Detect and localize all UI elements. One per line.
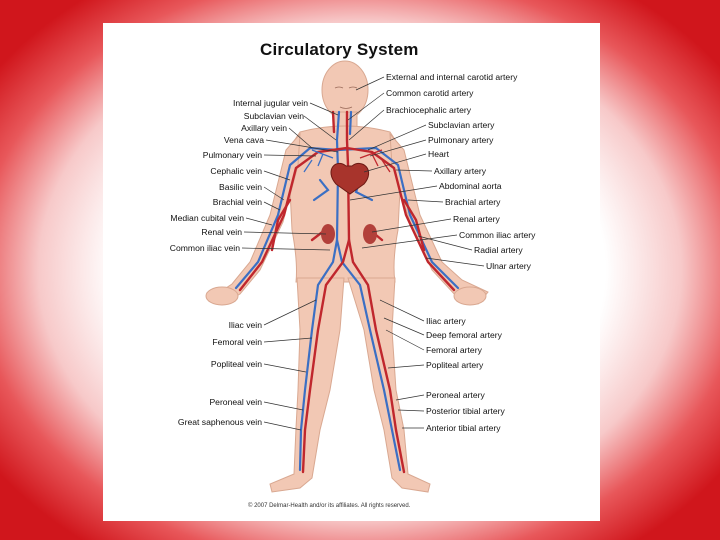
- label-radial-artery: Radial artery: [474, 245, 523, 255]
- label-common-carotid-artery: Common carotid artery: [386, 88, 473, 98]
- label-external-internal-carotid-artery: External and internal carotid artery: [386, 72, 517, 82]
- label-femoral-artery: Femoral artery: [426, 345, 482, 355]
- label-brachial-vein: Brachial vein: [213, 197, 262, 207]
- label-abdominal-aorta: Abdominal aorta: [439, 181, 502, 191]
- label-internal-jugular-vein: Internal jugular vein: [233, 98, 308, 108]
- label-pulmonary-vein: Pulmonary vein: [203, 150, 262, 160]
- label-brachial-artery: Brachial artery: [445, 197, 500, 207]
- label-iliac-vein: Iliac vein: [229, 320, 262, 330]
- label-ulnar-artery: Ulnar artery: [486, 261, 531, 271]
- label-basilic-vein: Basilic vein: [219, 182, 262, 192]
- label-deep-femoral-artery: Deep femoral artery: [426, 330, 502, 340]
- label-peroneal-artery: Peroneal artery: [426, 390, 485, 400]
- label-axillary-artery: Axillary artery: [434, 166, 486, 176]
- label-subclavian-artery: Subclavian artery: [428, 120, 494, 130]
- label-anterior-tibial-artery: Anterior tibial artery: [426, 423, 501, 433]
- label-popliteal-artery: Popliteal artery: [426, 360, 483, 370]
- label-cephalic-vein: Cephalic vein: [210, 166, 262, 176]
- label-subclavian-vein: Subclavian vein: [244, 111, 304, 121]
- label-brachiocephalic-artery: Brachiocephalic artery: [386, 105, 471, 115]
- label-common-iliac-vein: Common iliac vein: [170, 243, 240, 253]
- label-popliteal-vein: Popliteal vein: [211, 359, 262, 369]
- copyright-notice: © 2007 Delmar-Health and/or its affiliat…: [248, 503, 410, 509]
- label-axillary-vein: Axillary vein: [241, 123, 287, 133]
- label-femoral-vein: Femoral vein: [212, 337, 262, 347]
- label-renal-artery: Renal artery: [453, 214, 500, 224]
- label-heart: Heart: [428, 149, 449, 159]
- label-iliac-artery: Iliac artery: [426, 316, 466, 326]
- label-pulmonary-artery: Pulmonary artery: [428, 135, 493, 145]
- label-renal-vein: Renal vein: [201, 227, 242, 237]
- diagram-title: Circulatory System: [260, 40, 419, 60]
- label-median-cubital-vein: Median cubital vein: [170, 213, 244, 223]
- label-vena-cava: Vena cava: [224, 135, 264, 145]
- label-great-saphenous-vein: Great saphenous vein: [178, 417, 262, 427]
- label-posterior-tibial-artery: Posterior tibial artery: [426, 406, 505, 416]
- label-peroneal-vein: Peroneal vein: [209, 397, 262, 407]
- label-common-iliac-artery: Common iliac artery: [459, 230, 535, 240]
